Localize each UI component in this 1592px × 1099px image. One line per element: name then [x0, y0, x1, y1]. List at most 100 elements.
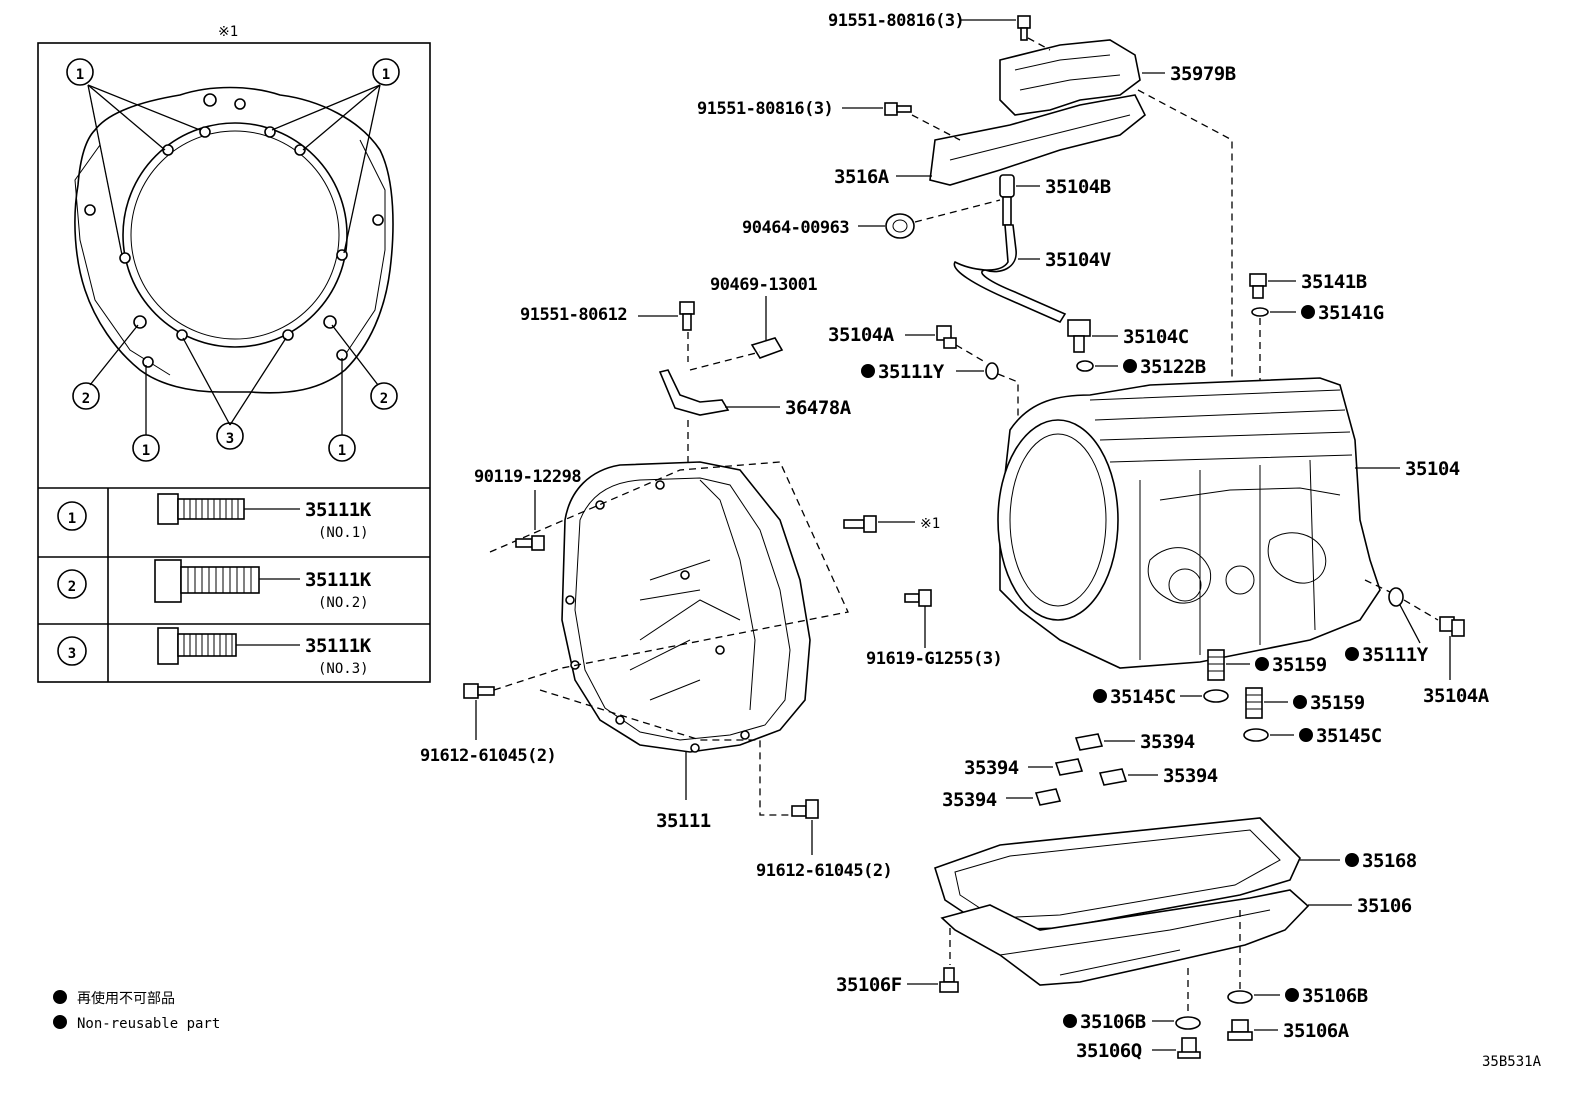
label-35159-a: 35159: [1272, 654, 1327, 676]
bolt-91551-80816-top-icon: [1017, 15, 1031, 41]
label-35104A-right: 35104A: [1423, 685, 1490, 707]
label-35106B-a: 35106B: [1080, 1011, 1146, 1033]
bolt-no2-icon: [154, 559, 260, 603]
washer-35145C-a-icon: [1203, 689, 1229, 703]
figure-code: 35B531A: [1482, 1054, 1542, 1070]
bolt-no3-icon: [157, 627, 237, 665]
bolt-holes: [84, 93, 384, 368]
label-35111Y-top: 35111Y: [878, 361, 945, 383]
oil-pan-assembly: 35168 35106 35106F 35106B 35106Q 35106B …: [836, 817, 1417, 1062]
bolt-no1-part-number: 35111K: [305, 499, 372, 521]
label-91619-G1255: 91619-G1255(3): [866, 649, 1002, 669]
label-35394-c: 35394: [1163, 765, 1218, 787]
label-35168: 35168: [1362, 850, 1417, 872]
label-91612-61045-b: 91612-61045(2): [756, 861, 892, 881]
label-35141B: 35141B: [1301, 271, 1367, 293]
svg-text:1: 1: [338, 443, 346, 459]
non-reusable-dot-35159-a: [1255, 657, 1269, 671]
label-35111: 35111: [656, 810, 711, 832]
bolt-table-row-3: 3 35111K (NO.3): [57, 627, 372, 677]
hose-35104V: [953, 224, 1067, 324]
callout-1-bottom-left: 1: [132, 434, 160, 462]
magnet-35394-a-icon: [1074, 733, 1104, 751]
gasket-35106B-b-icon: [1227, 990, 1253, 1004]
label-35104: 35104: [1405, 458, 1460, 480]
plug-35104A-right-icon: [1439, 616, 1465, 637]
bolt-table-row-1: 1 35111K (NO.1): [57, 493, 372, 541]
plug-35104A-top-icon: [936, 325, 957, 349]
callout-1-bottom-right: 1: [328, 434, 356, 462]
svg-text:1: 1: [382, 67, 390, 83]
magnet-35394-b-icon: [1054, 758, 1084, 776]
plug-group-35159: 35159 35145C 35159 35145C: [1093, 649, 1382, 747]
bolt-ref1-icon: [843, 515, 877, 533]
clip-90469-13001-icon: [750, 337, 784, 359]
oring-35111Y-top-icon: [985, 362, 999, 380]
tube-35104B-icon: [999, 174, 1015, 226]
oil-pan-35106: [940, 889, 1310, 986]
legend-dot-jp: [53, 990, 67, 1004]
inset-panel: ※1: [37, 24, 431, 683]
label-90119-12298: 90119-12298: [474, 467, 581, 487]
plug-35141B-icon: [1249, 273, 1267, 299]
label-35106Q: 35106Q: [1076, 1040, 1142, 1062]
housing-bolts: 90119-12298 ※1 91619-G1255(3) 91612-6104…: [420, 467, 1003, 881]
bolt-no3-part-number: 35111K: [305, 635, 372, 657]
label-ref1: ※1: [920, 516, 940, 532]
non-reusable-dot-35145C-a: [1093, 689, 1107, 703]
gasket-35106B-a-icon: [1175, 1016, 1201, 1030]
label-35145C-b: 35145C: [1316, 725, 1382, 747]
heat-shield-3516A: [929, 94, 1147, 186]
bell-housing-35111: [561, 461, 811, 753]
callout-1-top-right: 1: [372, 58, 400, 86]
label-35122B: 35122B: [1140, 356, 1206, 378]
label-91551-80816-top: 91551-80816(3): [828, 11, 964, 31]
svg-text:2: 2: [82, 391, 90, 407]
inset-frame: [37, 42, 431, 683]
non-reusable-dot-35168: [1345, 853, 1359, 867]
label-35104V: 35104V: [1045, 249, 1111, 271]
connector-35104C-icon: [1067, 319, 1091, 353]
label-3516A: 3516A: [834, 166, 890, 188]
housing-flange-drawing: [74, 86, 394, 394]
bolt-no2-part-number: 35111K: [305, 569, 372, 591]
callout-3: 3: [216, 422, 244, 450]
bracket-group: 90469-13001 91551-80612 36478A: [520, 275, 852, 470]
svg-text:1: 1: [142, 443, 150, 459]
plug-group-35141: 35141B 35141G: [1249, 271, 1384, 380]
label-35394-a: 35394: [1140, 731, 1195, 753]
label-90469-13001: 90469-13001: [710, 275, 817, 295]
non-reusable-dot-35145C-b: [1299, 728, 1313, 742]
plug-35106Q-icon: [1177, 1037, 1201, 1059]
label-35104B: 35104B: [1045, 176, 1111, 198]
bolt-91612-61045-a-icon: [463, 683, 495, 699]
svg-text:3: 3: [68, 646, 76, 662]
svg-text:1: 1: [68, 511, 76, 527]
label-35979B: 35979B: [1170, 63, 1236, 85]
legend-en: Non-reusable part: [77, 1016, 220, 1032]
label-35106B-b: 35106B: [1302, 985, 1368, 1007]
label-35141G: 35141G: [1318, 302, 1384, 324]
non-reusable-dot-35122B: [1123, 359, 1137, 373]
callout-2-right: 2: [370, 382, 398, 410]
label-35111Y-right: 35111Y: [1362, 644, 1429, 666]
label-35106F: 35106F: [836, 974, 902, 996]
non-reusable-dot-35141G: [1301, 305, 1315, 319]
bolt-35106F-icon: [939, 967, 959, 993]
label-35145C-a: 35145C: [1110, 686, 1176, 708]
bolt-no2-note: (NO.2): [318, 595, 369, 611]
svg-text:2: 2: [68, 579, 76, 595]
magnet-35394-c-icon: [1098, 768, 1128, 786]
bolt-no3-note: (NO.3): [318, 661, 369, 677]
bolt-91612-61045-b-icon: [791, 799, 819, 819]
bracket-36478A: [658, 369, 730, 416]
callout-1-top-left: 1: [66, 58, 94, 86]
legend: 再使用不可部品 Non-reusable part: [53, 990, 220, 1032]
bolt-91551-80612-icon: [679, 301, 695, 331]
svg-text:3: 3: [226, 431, 234, 447]
transmission-case-35104: [997, 377, 1381, 669]
bolt-90119-12298-icon: [515, 535, 545, 551]
plug-35159-a-icon: [1207, 649, 1225, 681]
oring-35141G-icon: [1251, 307, 1269, 317]
